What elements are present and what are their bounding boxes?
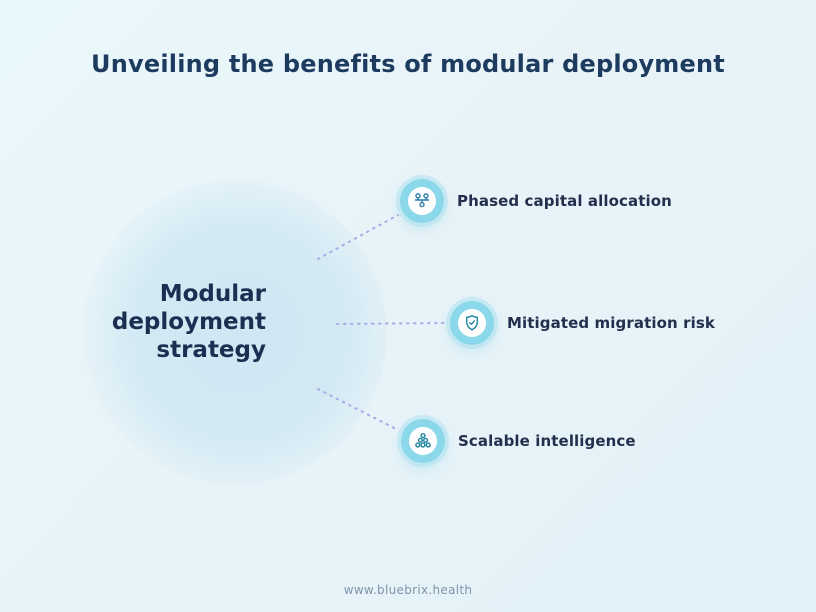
org-branch-icon: [414, 193, 430, 208]
benefit-item-scalable-intelligence: Scalable intelligence: [401, 419, 636, 463]
benefit-label: Scalable intelligence: [458, 432, 636, 450]
benefit-icon-circle: [450, 301, 494, 345]
website-url: www.bluebrix.health: [343, 583, 473, 597]
cluster-nodes-icon: [415, 432, 431, 448]
benefit-icon-circle: [400, 179, 444, 223]
benefit-item-mitigated-risk: Mitigated migration risk: [450, 301, 715, 345]
benefit-label: Phased capital allocation: [457, 192, 672, 210]
page-title: Unveiling the benefits of modular deploy…: [91, 50, 725, 79]
central-topic-line: strategy: [156, 337, 266, 363]
central-topic-line: deployment: [111, 309, 266, 335]
central-topic-label: Modular deployment strategy: [46, 280, 266, 364]
benefit-item-phased-capital: Phased capital allocation: [400, 179, 672, 223]
central-topic-line: Modular: [159, 281, 266, 307]
shield-check-icon: [466, 315, 478, 331]
benefit-icon-circle: [401, 419, 445, 463]
benefit-label: Mitigated migration risk: [507, 314, 715, 332]
